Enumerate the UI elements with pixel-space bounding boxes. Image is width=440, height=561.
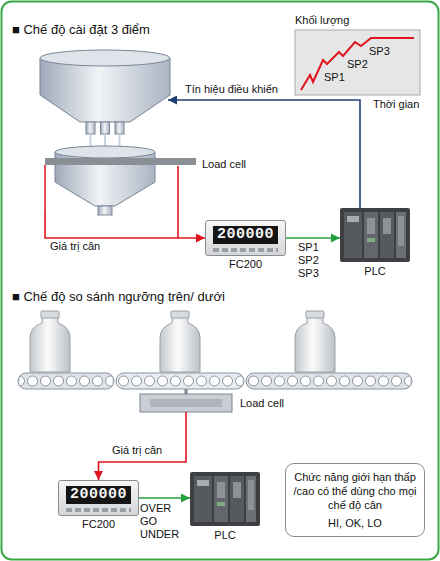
setpoint-label: SP3	[369, 45, 390, 58]
weigh-hopper: Load cell	[40, 45, 168, 212]
signal-arrow	[286, 237, 340, 239]
weight-curve	[301, 38, 414, 90]
section-heading: ■ Chế độ cài đặt 3 điểm	[12, 22, 150, 38]
signal-arrow	[139, 497, 190, 499]
setpoint-label: SP2	[347, 58, 368, 71]
display-digits: 200000	[213, 226, 278, 244]
device-label: FC200	[194, 258, 297, 271]
load-cell-post	[185, 389, 188, 394]
section-heading: ■ Chế độ so sánh ngưỡng trên/ dưới	[12, 289, 225, 305]
signal-arrow	[168, 100, 360, 208]
note-text: HI, OK, LO	[292, 516, 418, 530]
setpoint-label: SP1	[324, 71, 345, 84]
load-cell-plate	[45, 158, 196, 165]
signal-wire	[44, 165, 46, 212]
load-cell-body	[140, 394, 232, 412]
device-label: PLC	[328, 265, 422, 278]
bottle	[30, 317, 70, 372]
feed-nozzle	[115, 122, 124, 134]
feed-hopper	[40, 58, 170, 122]
signal-label: SP1 SP2 SP3	[298, 241, 326, 280]
bottle	[295, 317, 335, 372]
plc-symbol	[340, 208, 410, 262]
conveyor-rollers	[118, 373, 242, 389]
axis-label: Khối lượng	[295, 14, 349, 27]
discharge-nozzle	[98, 206, 112, 215]
signal-label: Giá trị cân	[112, 444, 162, 457]
feed-nozzle	[86, 122, 95, 134]
part-label: Load cell	[202, 158, 246, 171]
feed-nozzle	[101, 122, 110, 134]
plc-unit: PLC	[190, 472, 260, 526]
part-label: Load cell	[240, 397, 284, 410]
chart-panel	[295, 30, 420, 95]
conveyor-rollers	[248, 373, 410, 389]
chart-box: Khối lượngSP1SP2SP3Thời gian	[295, 30, 420, 95]
note-text: Chức năng giới hạn thấp /cao có thể dùng…	[292, 470, 418, 512]
bottle-cap	[171, 311, 189, 318]
conveyor-rollers	[20, 373, 112, 389]
axis-label: Thời gian	[373, 98, 419, 111]
plc-symbol	[190, 472, 260, 526]
bottle-cap	[306, 311, 324, 318]
plc-unit: PLC	[340, 208, 410, 262]
conveyor	[246, 373, 412, 389]
note-box: Chức năng giới hạn thấp /cao có thể dùng…	[285, 463, 425, 537]
signal-label: Tín hiệu điều khiển	[185, 83, 278, 96]
indicator-fc200: 200000FC200	[58, 480, 139, 516]
indicator-fc200: 200000FC200	[205, 220, 286, 256]
signal-arrow	[99, 412, 186, 480]
conveyor	[116, 373, 244, 389]
conveyor	[18, 373, 114, 389]
load-cell: Load cell	[140, 394, 232, 412]
load-cell-beam	[150, 399, 222, 407]
signal-label: OVER GO UNDER	[140, 502, 184, 541]
hopper-rim	[55, 146, 155, 158]
signal-arrow	[45, 166, 205, 238]
bottle	[160, 317, 200, 372]
display-digits: 200000	[66, 486, 131, 504]
device-label: FC200	[47, 518, 150, 531]
signal-label: Giá trị cân	[50, 240, 100, 253]
bottle-cap	[41, 311, 59, 318]
hopper-rim	[40, 50, 170, 66]
device-label: PLC	[178, 529, 272, 542]
